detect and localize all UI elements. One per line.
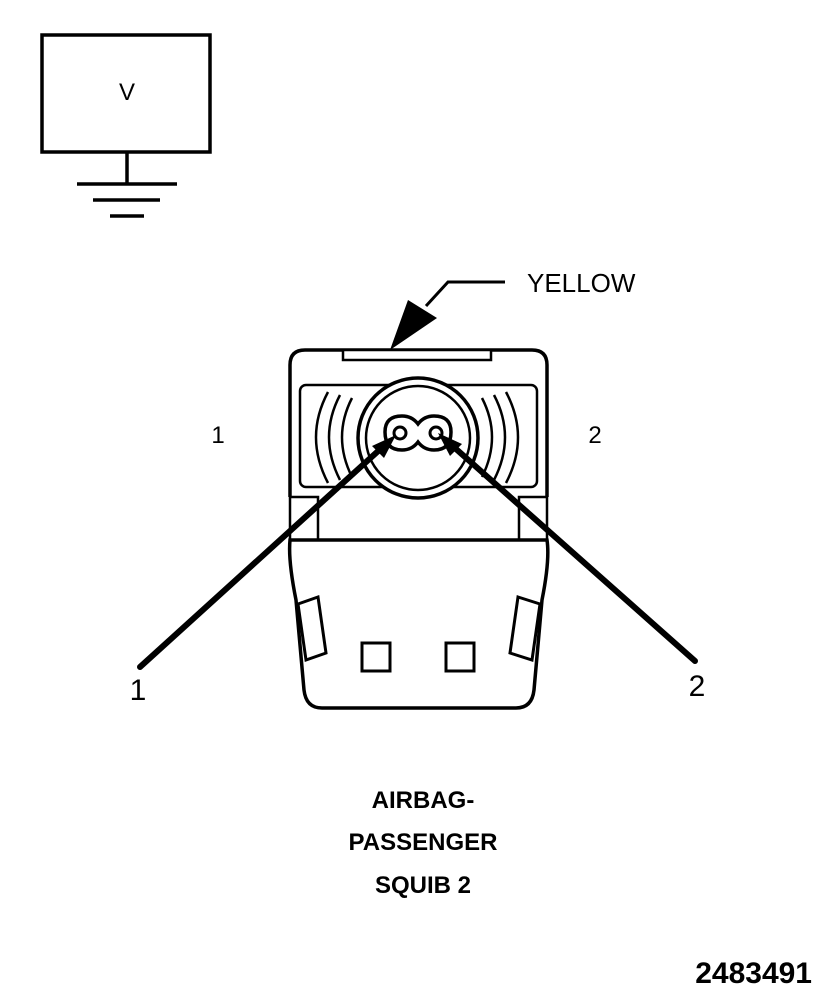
color-callout: YELLOW: [390, 268, 636, 350]
ground-icon: [77, 152, 177, 218]
arrow-head-icon: [390, 300, 437, 350]
terminal-leaders: [137, 433, 698, 670]
caption-line-3: SQUIB 2: [375, 872, 471, 899]
connector-color-label: YELLOW: [527, 268, 636, 298]
connector-caption: AIRBAG- PASSENGER SQUIB 2: [349, 787, 498, 899]
caption-line-2: PASSENGER: [349, 829, 498, 856]
cavity-label-2: 2: [588, 422, 601, 449]
terminal-1-icon: [392, 425, 408, 441]
terminal-2-icon: [428, 425, 444, 441]
figure-number: 2483491: [695, 957, 812, 990]
voltmeter: V: [40, 33, 212, 154]
caption-line-1: AIRBAG-: [372, 787, 475, 814]
cavity-label-1: 1: [211, 422, 224, 449]
terminal-label-1: 1: [130, 674, 147, 707]
connector-icon: [287, 348, 550, 710]
terminal-label-2: 2: [689, 670, 706, 703]
voltmeter-label: V: [119, 79, 135, 106]
voltmeter-icon: [40, 33, 212, 154]
